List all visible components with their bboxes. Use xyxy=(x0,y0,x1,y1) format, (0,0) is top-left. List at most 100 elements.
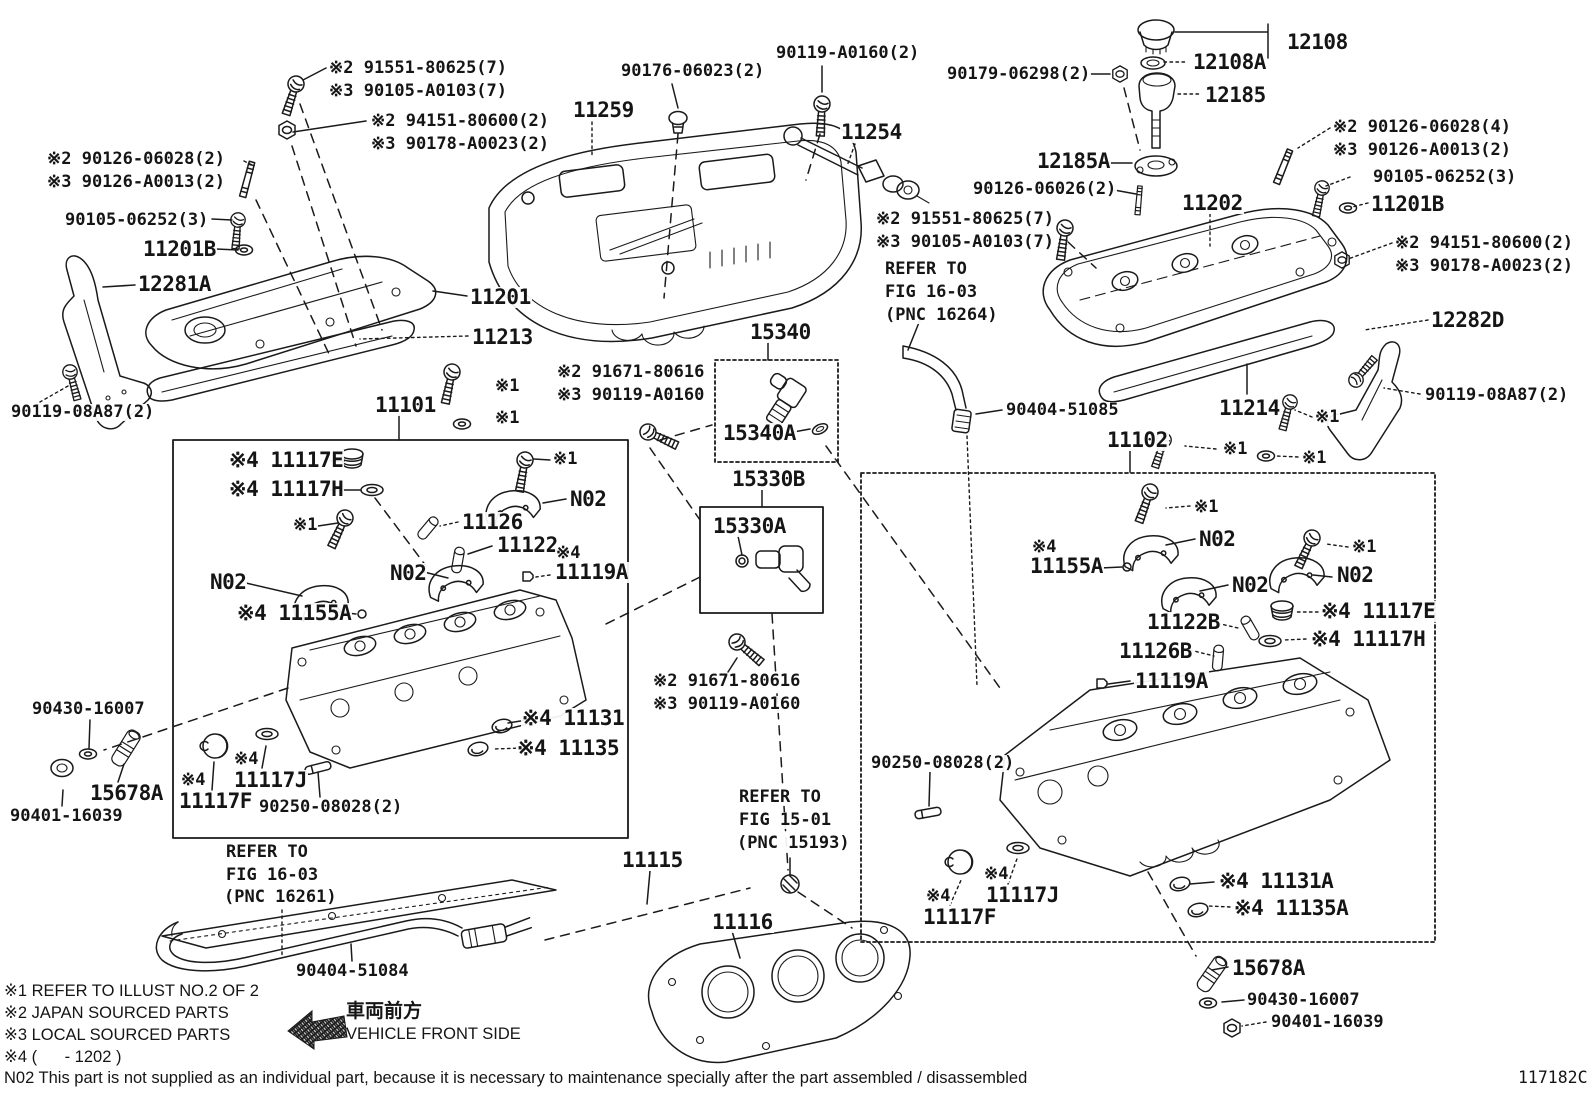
part-label: 90119-A0160(2) xyxy=(775,43,921,63)
part-label: ※1 xyxy=(494,376,521,396)
part-label: 15678A xyxy=(89,781,164,805)
union-90401-right-art xyxy=(1223,1018,1241,1038)
valve-cover-gasket-right-art xyxy=(1098,319,1335,403)
part-label: 90105-06252(3) xyxy=(64,210,210,230)
part-label: (PNC 16261) xyxy=(223,887,338,907)
part-label: ※3 90178-A0023(2) xyxy=(1394,256,1575,276)
part-label: 11115 xyxy=(621,848,684,872)
cylinder-head-left-box xyxy=(172,439,629,839)
part-label: 11126 xyxy=(461,510,524,534)
part-label: ※4 xyxy=(555,543,582,563)
part-label: ※1 xyxy=(292,515,319,535)
oil-filler-pipe-art xyxy=(1134,72,1178,177)
part-label: 90250-08028(2) xyxy=(870,753,1016,773)
part-label: 11214 xyxy=(1218,396,1281,420)
part-label: ※1 xyxy=(1222,439,1249,459)
part-label: 11254 xyxy=(840,120,903,144)
part-label: 15678A xyxy=(1231,956,1306,980)
part-label: (PNC 15193) xyxy=(736,833,851,853)
part-label: 90401-16039 xyxy=(1270,1012,1385,1032)
part-label: 11119A xyxy=(1134,669,1209,693)
part-label: 12108A xyxy=(1192,50,1267,74)
part-label: 11119A xyxy=(554,560,629,584)
note-ref1: ※1 REFER TO ILLUST NO.2 OF 2 xyxy=(4,982,259,1000)
tube-11254-art xyxy=(783,126,930,204)
part-label: ※2 94151-80600(2) xyxy=(1394,233,1575,253)
detail-boxes xyxy=(172,359,1436,943)
part-label: ※2 94151-80600(2) xyxy=(370,111,551,131)
part-label: ※2 91551-80625(7) xyxy=(875,209,1056,229)
ocv-15330-art xyxy=(735,545,811,593)
part-label: ※2 91671-80616 xyxy=(556,362,706,382)
part-label: 11117J xyxy=(985,883,1060,907)
hose-90404-51085-art xyxy=(902,345,972,434)
part-label: 11117F xyxy=(922,905,997,929)
part-label: ※4 11135A xyxy=(1233,896,1350,920)
part-label: ※3 90126-A0013(2) xyxy=(46,172,227,192)
part-label: ※1 xyxy=(1351,537,1378,557)
engine-cover-art xyxy=(488,122,862,346)
oil-filler-cap-art xyxy=(1137,19,1175,70)
part-label: FIG 16-03 xyxy=(884,282,979,302)
part-label: 11102 xyxy=(1106,428,1169,452)
part-label: 11122 xyxy=(496,533,559,557)
part-label: ※4 11117E xyxy=(1320,599,1437,623)
part-label: ※2 90126-06028(2) xyxy=(46,149,227,169)
part-label: ※3 90119-A0160 xyxy=(652,694,802,714)
leader-lines xyxy=(39,23,1429,1027)
part-label: 11116 xyxy=(711,910,774,934)
valve-cover-right-art xyxy=(1042,207,1348,347)
part-label: 90179-06298(2) xyxy=(946,64,1092,84)
part-label: 90404-51084 xyxy=(295,961,410,981)
part-label: REFER TO xyxy=(884,259,968,279)
part-label: 90430-16007 xyxy=(1246,990,1361,1010)
oring-15340A-art xyxy=(811,422,829,436)
plug-tube-left-art xyxy=(109,727,143,769)
part-label: 11213 xyxy=(471,325,534,349)
part-label: 11201B xyxy=(1370,192,1445,216)
part-label: 11117J xyxy=(233,768,308,792)
part-label: ※4 xyxy=(1031,537,1058,557)
part-label: ※4 xyxy=(983,864,1010,884)
ocv-15330-box xyxy=(699,506,824,614)
small-parts-right xyxy=(913,480,1327,920)
footnote-n02: N02 This part is not supplied as an indi… xyxy=(4,1069,1028,1087)
part-label: ※3 90119-A0160 xyxy=(556,385,706,405)
part-label: REFER TO xyxy=(738,787,822,807)
part-label: ※2 90126-06028(4) xyxy=(1332,117,1513,137)
part-label: ※4 xyxy=(925,886,952,906)
seal-90430-right-art xyxy=(1198,997,1218,1009)
valve-cover-left-art xyxy=(145,255,437,370)
valve-cover-gasket-left-art xyxy=(146,319,415,402)
part-label: FIG 16-03 xyxy=(225,865,320,885)
note-ref2: ※2 JAPAN SOURCED PARTS xyxy=(4,1004,229,1022)
part-label: 12281A xyxy=(137,272,212,296)
grommet-art xyxy=(780,874,800,894)
note-ref4: ※4 ( - 1202 ) xyxy=(4,1048,122,1066)
bracket-12282D-art xyxy=(1326,341,1403,461)
seal-90430-left-art xyxy=(78,748,98,760)
part-label: N02 xyxy=(1231,573,1270,597)
vehicle-front-label-en: VEHICLE FRONT SIDE xyxy=(346,1025,521,1043)
part-label: 11155A xyxy=(1029,554,1104,578)
part-label: ※4 11117E xyxy=(228,448,345,472)
part-label: 11259 xyxy=(572,98,635,122)
part-label: 11122B xyxy=(1146,610,1221,634)
part-label: ※4 xyxy=(180,770,207,790)
part-label: 12185 xyxy=(1204,83,1267,107)
part-label: 90404-51085 xyxy=(1005,400,1120,420)
part-label: 11117F xyxy=(178,789,253,813)
part-label: ※4 xyxy=(233,749,260,769)
part-label: 11101 xyxy=(374,393,437,417)
part-label: ※3 90105-A0103(7) xyxy=(875,232,1056,252)
small-parts-left xyxy=(199,361,543,776)
part-label: ※4 11155A xyxy=(236,601,353,625)
part-label: ※3 90126-A0013(2) xyxy=(1332,140,1513,160)
part-label: ※4 11135 xyxy=(516,736,621,760)
diagram-code: 117182C xyxy=(1518,1068,1588,1087)
part-label: ※4 11131A xyxy=(1218,869,1335,893)
part-label: 90105-06252(3) xyxy=(1372,167,1518,187)
note-ref3: ※3 LOCAL SOURCED PARTS xyxy=(4,1026,231,1044)
